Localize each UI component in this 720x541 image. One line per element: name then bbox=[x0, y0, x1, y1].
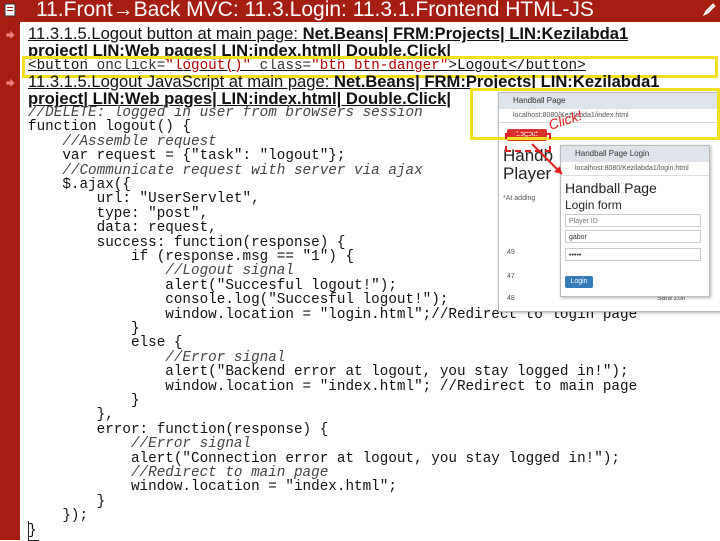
left-accent-bar bbox=[0, 0, 20, 540]
table-row: 48 bbox=[507, 295, 515, 302]
bullet-2-line-1: 11.3.1.5.Logout JavaScript at main page:… bbox=[28, 72, 660, 91]
screenshot-highlight-box bbox=[470, 88, 720, 140]
address-bar: localhost:8080/Kezilabda1/index.html bbox=[499, 109, 720, 123]
code-line: window.location = "index.html"; //Redire… bbox=[28, 378, 638, 395]
code-highlight-box bbox=[22, 56, 718, 78]
code-line: if (response.msg == "1") { bbox=[28, 249, 355, 265]
code-line: alert("Succesful logout!"); bbox=[28, 277, 397, 294]
code-line: //DELETE: logged in user from browsers s… bbox=[28, 105, 423, 121]
code-line: $.ajax({ bbox=[28, 177, 131, 193]
code-line: function logout() { bbox=[28, 119, 192, 136]
code-line: window.location = "login.html";//Redirec… bbox=[28, 306, 638, 323]
arrow-bullet-icon bbox=[5, 78, 15, 88]
code-line: alert("Backend error at logout, you stay… bbox=[28, 364, 629, 381]
code-line: //Logout signal bbox=[28, 263, 294, 280]
bullet-1-line-2: project| LIN:Web pages| LIN:index.html| … bbox=[28, 41, 452, 60]
slide-title: 11.Front→Back MVC: 11.3.Login: 11.3.1.Fr… bbox=[36, 0, 594, 21]
code-line: } bbox=[28, 522, 37, 539]
code-line: console.log("Succesful logout!"); bbox=[28, 292, 449, 309]
code-end-bracket bbox=[28, 521, 39, 541]
address-bar: localhost:8080/Kezilabda1/login.html bbox=[561, 162, 709, 176]
pen-icon bbox=[702, 3, 716, 17]
logout-click-marker bbox=[505, 133, 551, 152]
code-line: }, bbox=[28, 407, 114, 424]
button-code-line: <button onclick="logout()" class="btn bt… bbox=[28, 58, 586, 74]
code-line: }); bbox=[28, 508, 89, 525]
arrow-bullet-icon bbox=[5, 30, 15, 40]
code-line: //Assemble request bbox=[28, 133, 217, 150]
heading-line-2: Player bbox=[503, 164, 552, 183]
login-heading: Handball Page bbox=[565, 180, 657, 196]
table-row: 49 bbox=[507, 249, 515, 256]
username-field[interactable]: gabor bbox=[565, 230, 701, 243]
code-line: success: function(response) { bbox=[28, 234, 346, 251]
code-line: //Error signal bbox=[28, 349, 286, 366]
code-line: } bbox=[28, 321, 140, 337]
code-line: //Redirect to main page bbox=[28, 465, 329, 481]
code-line: //Error signal bbox=[28, 436, 252, 453]
code-line: alert("Connection error at logout, you s… bbox=[28, 450, 620, 467]
code-line: else { bbox=[28, 335, 183, 352]
adding-note: *At adding bbox=[503, 195, 536, 202]
code-line: } bbox=[28, 493, 106, 510]
bullet-1-line-1: 11.3.1.5.Logout button at main page: Net… bbox=[28, 24, 629, 43]
bullet-2-line-2: project| LIN:Web pages| LIN:index.html| … bbox=[28, 89, 452, 108]
browser-tab: Handball Page Login bbox=[561, 146, 709, 162]
password-field[interactable]: ••••• bbox=[565, 248, 701, 261]
title-bar bbox=[0, 0, 720, 22]
code-line: error: function(response) { bbox=[28, 421, 329, 438]
login-page-screenshot: Handball Page Login localhost:8080/Kezil… bbox=[560, 145, 710, 297]
login-button[interactable]: Login bbox=[565, 276, 593, 288]
document-icon bbox=[4, 3, 16, 17]
code-line: //Communicate request with server via aj… bbox=[28, 162, 423, 179]
code-line: url: "UserServlet", bbox=[28, 191, 260, 208]
table-row: 47 bbox=[507, 273, 515, 280]
login-subheading: Login form bbox=[565, 198, 622, 212]
code-line: } bbox=[28, 393, 140, 409]
code-line: var request = {"task": "logout"}; bbox=[28, 148, 346, 165]
code-line: data: request, bbox=[28, 220, 217, 237]
player-name: Sára Zoll bbox=[657, 295, 686, 302]
browser-tab: Handball Page bbox=[499, 93, 720, 109]
player-id-field[interactable]: Player ID bbox=[565, 214, 701, 227]
arrow-icon bbox=[531, 143, 563, 175]
code-line: type: "post", bbox=[28, 205, 209, 222]
code-line: window.location = "index.html"; bbox=[28, 479, 397, 496]
